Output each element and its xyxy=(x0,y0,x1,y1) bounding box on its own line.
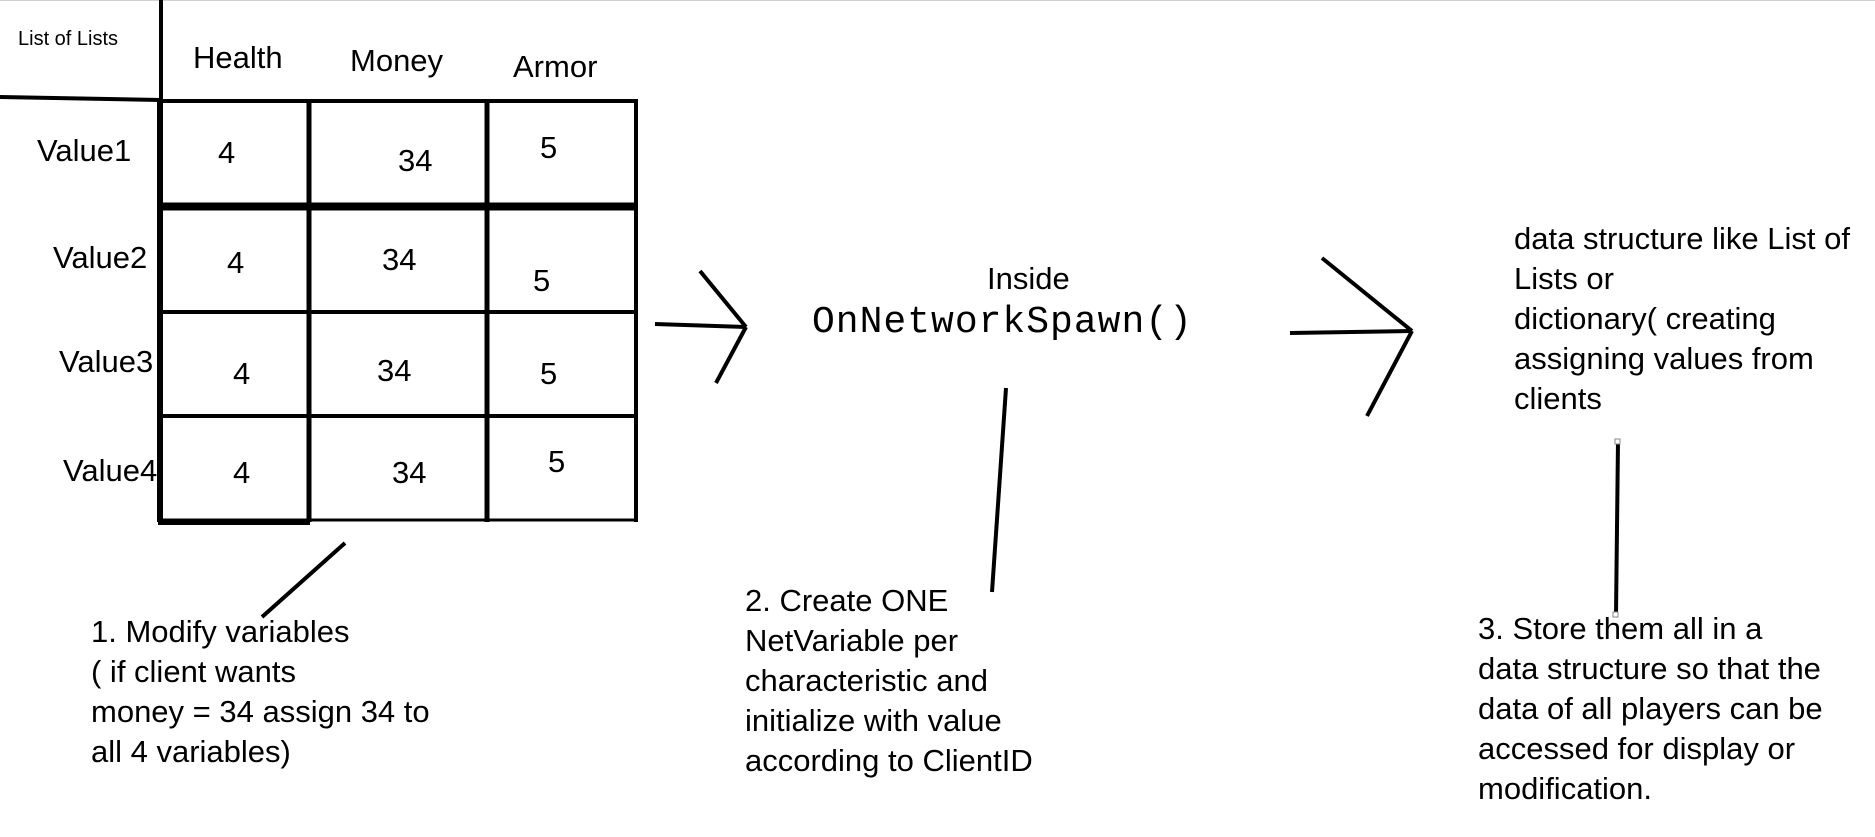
cell-value1-money: 34 xyxy=(398,143,433,178)
step3-line: accessed for display or xyxy=(1478,731,1796,766)
function-name: OnNetworkSpawn() xyxy=(812,301,1193,344)
corner-horizontal-line xyxy=(0,95,162,102)
connector-handle-top xyxy=(1614,438,1621,445)
step3-line: 3. Store them all in a xyxy=(1478,611,1763,646)
step1-line: all 4 variables) xyxy=(91,734,291,769)
step3-line: data of all players can be xyxy=(1478,691,1823,726)
step1-text: 1. Modify variables ( if client wants mo… xyxy=(91,612,430,772)
right-note-line: assigning values from xyxy=(1514,341,1814,376)
arrow-1 xyxy=(654,269,748,384)
row-label-value4: Value4 xyxy=(63,453,158,488)
cell-value3-health: 4 xyxy=(233,356,251,391)
right-note-line: Lists or xyxy=(1514,261,1614,296)
connector-handle-bottom xyxy=(1612,611,1619,618)
row-label-value2: Value2 xyxy=(53,240,148,275)
step1-line: money = 34 assign 34 to xyxy=(91,694,430,729)
table-grid xyxy=(157,99,638,525)
step3-line: data structure so that the xyxy=(1478,651,1821,686)
cell-value1-health: 4 xyxy=(218,135,236,170)
right-note-line: clients xyxy=(1514,381,1602,416)
cell-value2-health: 4 xyxy=(227,245,245,280)
row-label-value1: Value1 xyxy=(37,133,132,168)
cell-value3-money: 34 xyxy=(377,353,412,388)
inside-label: Inside xyxy=(987,261,1070,296)
cell-value4-armor: 5 xyxy=(548,444,566,479)
step3-text: 3. Store them all in a data structure so… xyxy=(1478,609,1823,809)
right-note-line: data structure like List of xyxy=(1514,221,1850,256)
step1-connector-line xyxy=(260,541,347,619)
step2-line: according to ClientID xyxy=(745,743,1033,778)
step2-line: 2. Create ONE xyxy=(745,583,949,618)
cell-value2-armor: 5 xyxy=(533,263,551,298)
step3-line: modification. xyxy=(1478,771,1653,806)
right-note-text: data structure like List of Lists or dic… xyxy=(1514,219,1850,419)
cell-value4-health: 4 xyxy=(233,455,251,490)
column-header-health: Health xyxy=(193,40,283,75)
corner-label: List of Lists xyxy=(18,28,119,50)
step2-text: 2. Create ONE NetVariable per characteri… xyxy=(745,581,1033,781)
column-header-armor: Armor xyxy=(513,49,598,84)
step2-connector-line xyxy=(990,387,1008,593)
row-label-value3: Value3 xyxy=(59,344,154,379)
cell-value1-armor: 5 xyxy=(540,130,558,165)
arrow-2 xyxy=(1289,256,1414,417)
column-header-money: Money xyxy=(350,43,444,78)
cell-value4-money: 34 xyxy=(392,455,427,490)
step2-line: initialize with value xyxy=(745,703,1002,738)
step2-line: NetVariable per xyxy=(745,623,959,658)
step1-line: ( if client wants xyxy=(91,654,297,689)
right-note-line: dictionary( creating xyxy=(1514,301,1776,336)
step2-line: characteristic and xyxy=(745,663,988,698)
cell-value3-armor: 5 xyxy=(540,356,558,391)
step1-line: 1. Modify variables xyxy=(91,614,350,649)
step3-connector-line xyxy=(1614,440,1620,616)
cell-value2-money: 34 xyxy=(382,242,417,277)
